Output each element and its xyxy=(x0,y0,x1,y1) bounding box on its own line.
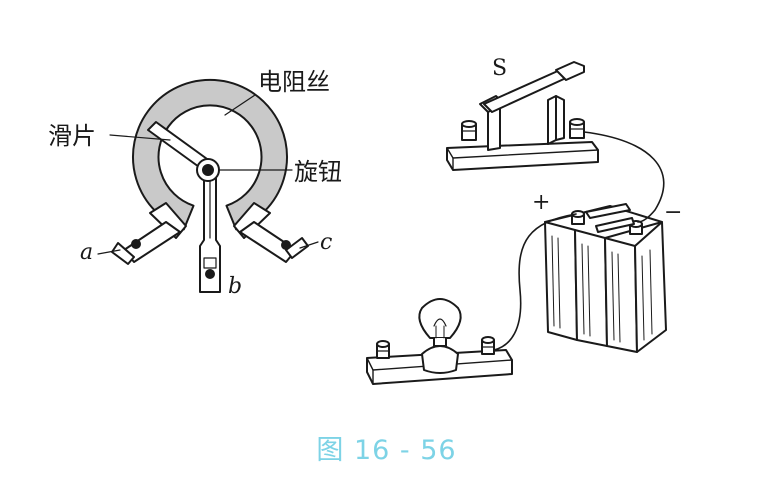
switch-terminal-left[interactable] xyxy=(461,120,477,141)
knife-switch[interactable] xyxy=(446,61,599,171)
label-slider: 滑片 xyxy=(48,122,96,150)
leader-wire xyxy=(224,94,256,116)
battery xyxy=(544,203,667,353)
lamp-terminal-left[interactable] xyxy=(376,340,390,359)
wire-battery-to-lamp xyxy=(493,213,577,351)
knob[interactable] xyxy=(196,158,220,182)
terminal-a[interactable] xyxy=(111,221,181,265)
switch-terminal-right[interactable] xyxy=(569,118,585,139)
battery-terminal-plus[interactable] xyxy=(571,210,585,225)
bulb-icon xyxy=(418,298,462,347)
leader-c xyxy=(299,241,319,249)
label-terminal-a: a xyxy=(80,240,94,265)
label-switch-s: S xyxy=(492,56,508,81)
leader-slider xyxy=(109,134,171,141)
wire-switch-to-battery xyxy=(583,131,665,223)
label-battery-minus: − xyxy=(664,200,683,225)
label-resistance-wire: 电阻丝 xyxy=(258,68,330,96)
figure-caption: 图 16 - 56 xyxy=(316,435,457,466)
potentiometer xyxy=(97,78,319,293)
label-battery-plus: + xyxy=(532,190,551,215)
leader-a xyxy=(97,249,121,255)
label-terminal-b: b xyxy=(228,274,243,299)
label-knob: 旋钮 xyxy=(294,158,342,186)
terminal-b[interactable] xyxy=(199,175,221,293)
label-terminal-c: c xyxy=(320,230,333,255)
lamp xyxy=(366,298,513,385)
lamp-terminal-right[interactable] xyxy=(481,336,495,355)
switch-handle[interactable] xyxy=(555,61,585,81)
terminal-c[interactable] xyxy=(239,221,309,263)
switch-base xyxy=(446,141,599,171)
